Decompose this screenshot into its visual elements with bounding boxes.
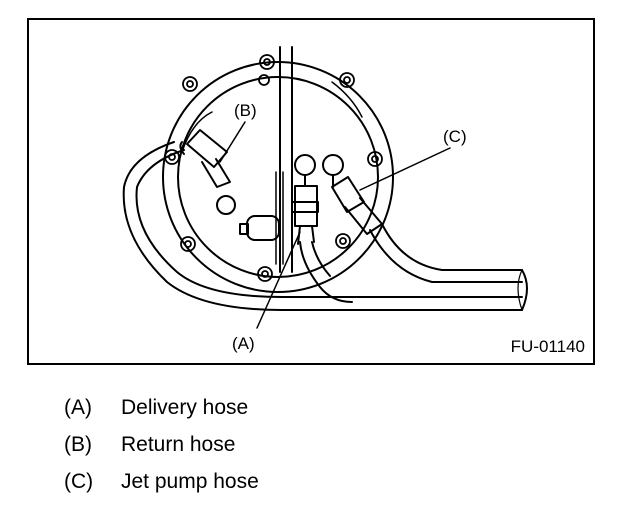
legend-key: (A): [64, 396, 92, 419]
inner-plate: [177, 76, 379, 278]
return-hose: [135, 149, 523, 298]
sender-unit: [239, 215, 280, 241]
legend-row: (B) Return hose: [64, 433, 564, 470]
bolt-holes: [164, 54, 383, 282]
legend-row: (C) Jet pump hose: [64, 470, 564, 507]
legend-key: (C): [64, 470, 94, 493]
legend-row: (A) Delivery hose: [64, 396, 564, 433]
callout-b-label: (B): [234, 101, 257, 120]
outer-flange: [162, 61, 394, 293]
callout-a-label: (A): [232, 334, 255, 353]
fuel-pump-drawing: [122, 46, 528, 329]
return-hose-fitting: [179, 129, 236, 215]
legend-text: Jet pump hose: [121, 470, 259, 493]
flange-notch: [181, 111, 213, 153]
delivery-hose-fitting: [291, 154, 319, 245]
callout-c-label: (C): [443, 127, 467, 146]
legend-text: Delivery hose: [121, 396, 249, 419]
hose-end-cap: [521, 269, 528, 311]
jet-pump-hose: [369, 229, 523, 283]
legend-text: Return hose: [121, 433, 236, 456]
legend: (A) Delivery hose (B) Return hose (C) Je…: [64, 396, 564, 507]
flange-notch-2: [331, 81, 363, 118]
diagram-frame: (B) (C) (A) FU-01140: [27, 18, 595, 365]
leader-b: [219, 121, 246, 163]
leader-c: [359, 147, 451, 191]
leader-a: [256, 231, 301, 329]
jet-pump-fitting: [322, 154, 383, 235]
delivery-hose: [299, 241, 353, 303]
figure-id: FU-01140: [510, 337, 585, 356]
vertical-rod: [279, 46, 293, 273]
legend-key: (B): [64, 433, 92, 456]
